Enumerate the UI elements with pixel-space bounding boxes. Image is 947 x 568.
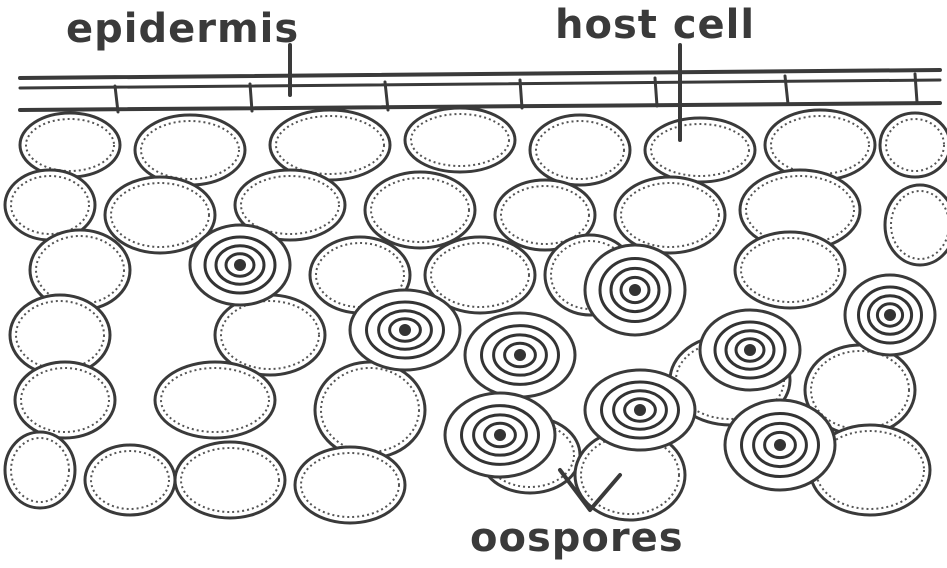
epidermis-label: epidermis (66, 6, 299, 52)
oospore (350, 290, 460, 370)
host-cell (155, 362, 275, 438)
host-cell (365, 172, 475, 248)
host-cell (405, 108, 515, 172)
oospore (465, 313, 575, 397)
oospore (725, 400, 835, 490)
host-cell (645, 118, 755, 182)
host-cell (295, 447, 405, 523)
host-cell (615, 177, 725, 253)
host-cell (20, 113, 120, 177)
oospore (700, 310, 800, 390)
host-cell (880, 113, 947, 177)
oospore (585, 245, 685, 335)
oospores-label: oospores (470, 515, 684, 561)
host-cell (135, 115, 245, 185)
oospore (845, 275, 935, 355)
host-cell (765, 110, 875, 180)
host-cell (5, 432, 75, 508)
host-cell (175, 442, 285, 518)
host-cell (735, 232, 845, 308)
oospore (445, 393, 555, 477)
host-cell-label: host cell (555, 2, 755, 48)
oospore (190, 225, 290, 305)
host-cell (85, 445, 175, 515)
host-cell (530, 115, 630, 185)
oospore (585, 370, 695, 450)
host-cell (15, 362, 115, 438)
host-cell (315, 362, 425, 458)
